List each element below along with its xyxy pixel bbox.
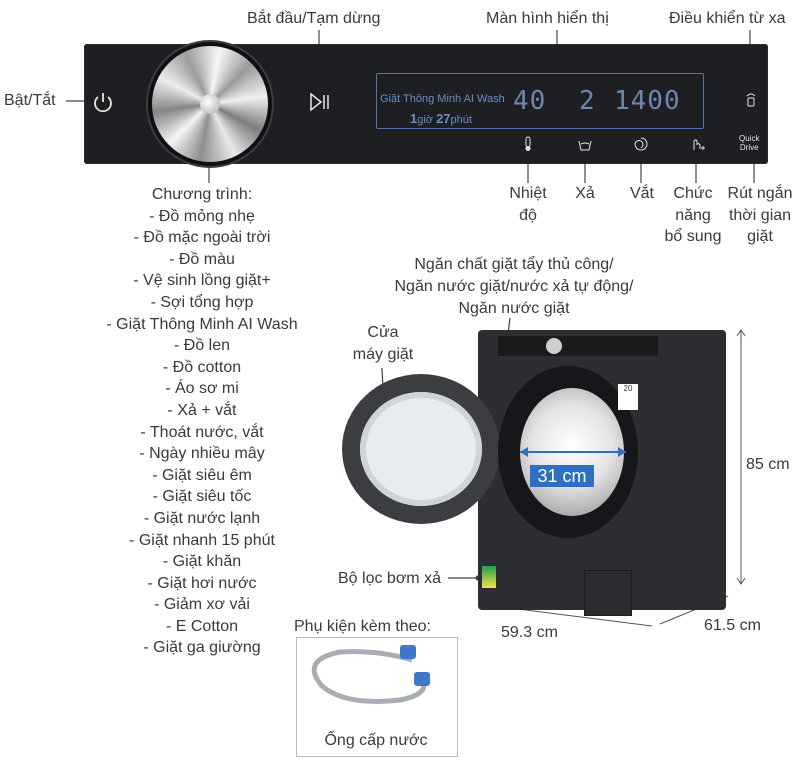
display-rinse: 2 bbox=[579, 86, 596, 116]
program-item: - Xả + vắt bbox=[167, 401, 237, 419]
play-pause-icon[interactable] bbox=[309, 91, 331, 113]
program-list-title: Chương trình: bbox=[151, 186, 253, 203]
program-item: - Đồ mỏng nhẹ bbox=[149, 207, 255, 225]
remote-icon[interactable] bbox=[743, 91, 759, 107]
remote-control-label: Điều khiển từ xa bbox=[669, 10, 786, 27]
program-item: - Đồ màu bbox=[169, 250, 235, 268]
program-item: - Giảm xơ vải bbox=[154, 596, 250, 614]
program-item: - Sợi tổng hợp bbox=[150, 293, 254, 311]
program-item: - Đồ mặc ngoài trời bbox=[133, 229, 271, 247]
display-screen bbox=[376, 73, 704, 129]
program-item: - Đồ len bbox=[173, 337, 231, 355]
program-item: - Thoát nước, vắt bbox=[140, 423, 264, 441]
program-dial[interactable] bbox=[152, 46, 268, 162]
drum-diameter: 31 cm bbox=[530, 465, 594, 487]
machine-door-glass bbox=[360, 392, 482, 506]
start-pause-label: Bắt đầu/Tạm dừng bbox=[247, 10, 381, 27]
program-item: - Vệ sinh lồng giặt+ bbox=[133, 272, 271, 290]
drain-filter[interactable] bbox=[584, 570, 632, 616]
depth-dimension: 61.5 cm bbox=[704, 617, 761, 634]
program-item: - Áo sơ mi bbox=[165, 380, 239, 398]
display-time: 1giờ 27phút bbox=[410, 111, 472, 126]
spin-label: Vắt bbox=[629, 185, 654, 202]
drain-filter-label: Bộ lọc bơm xả bbox=[338, 570, 441, 587]
accessory-name: Ống cấp nước bbox=[324, 732, 428, 749]
machine-sticker bbox=[482, 566, 496, 588]
thermometer-icon[interactable] bbox=[520, 136, 536, 152]
program-item: - Đồ cotton bbox=[162, 358, 242, 376]
accessory-title: Phụ kiện kèm theo: bbox=[294, 618, 431, 635]
height-dimension: 85 cm bbox=[746, 456, 790, 473]
program-item: - Ngày nhiều mây bbox=[139, 445, 265, 463]
program-item: - Giặt siêu tốc bbox=[152, 488, 252, 506]
width-dimension: 59.3 cm bbox=[501, 624, 558, 641]
display-spin: 1400 bbox=[614, 86, 681, 116]
program-item: - Giặt ga giường bbox=[143, 639, 261, 657]
energy-label: 20 bbox=[618, 384, 638, 410]
program-item: - Giặt nhanh 15 phút bbox=[129, 531, 275, 549]
spin-icon[interactable] bbox=[633, 136, 649, 152]
program-item: - Giặt khăn bbox=[162, 553, 242, 571]
hand-plus-icon[interactable] bbox=[689, 136, 705, 152]
program-item: - Giặt nước lạnh bbox=[143, 509, 261, 527]
program-item: - Giặt Thông Minh AI Wash bbox=[106, 315, 298, 333]
display-program: Giặt Thông Minh AI Wash bbox=[380, 93, 505, 105]
display-temperature: 40 bbox=[513, 86, 547, 116]
program-item: - Giặt siêu êm bbox=[152, 466, 252, 484]
power-label: Bật/Tắt bbox=[4, 92, 56, 109]
program-item: - E Cotton bbox=[165, 617, 239, 635]
machine-dial bbox=[546, 338, 562, 354]
drum-interior bbox=[520, 388, 624, 516]
rinse-icon[interactable] bbox=[577, 137, 593, 153]
program-item: - Giặt hơi nước bbox=[147, 574, 257, 592]
rinse-label: Xả bbox=[575, 185, 595, 202]
machine-top-panel bbox=[498, 336, 658, 356]
detergent-compartment-label: Ngăn chất giặt tẩy thủ công/Ngăn nước gi… bbox=[394, 256, 634, 317]
power-icon[interactable] bbox=[90, 90, 116, 116]
program-list: Chương trình: - Đồ mỏng nhẹ - Đồ mặc ngoà… bbox=[96, 184, 308, 659]
accessory-box bbox=[296, 637, 458, 757]
display-label: Màn hình hiển thị bbox=[486, 10, 609, 27]
